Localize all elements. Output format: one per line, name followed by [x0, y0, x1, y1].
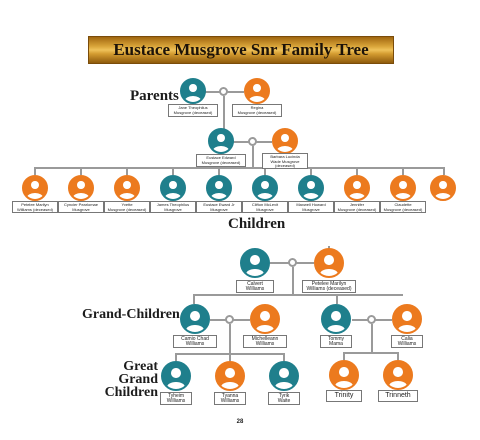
- connector: [34, 167, 36, 175]
- name-label: Petelee Marilyn Williams (deceased): [12, 201, 58, 213]
- person-tyheim-williams: [161, 361, 191, 391]
- person-child-8: [344, 175, 370, 201]
- connector: [310, 167, 312, 175]
- name-label: Trinneth: [378, 390, 418, 402]
- connector: [402, 167, 404, 175]
- person-tommy-mama: [321, 304, 351, 334]
- person-child-9: [390, 175, 416, 201]
- name-label: Jennifer Musgrove (deceased): [334, 201, 380, 213]
- name-label: Claudette Musgrove (deceased): [380, 201, 426, 213]
- person-barbara-lucinda-wade-musgrove: [272, 128, 298, 154]
- person-camio-chad-williams: [180, 304, 210, 334]
- connector: [175, 353, 177, 361]
- connector: [336, 294, 338, 304]
- connector: [223, 96, 225, 124]
- connector: [397, 352, 399, 360]
- title-banner: Eustace Musgrove Snr Family Tree: [88, 36, 394, 64]
- person-tyanna-williams: [215, 361, 245, 391]
- union-ring-icon: [225, 315, 234, 324]
- person-michelleann-williams: [250, 304, 280, 334]
- union-ring-icon: [219, 87, 228, 96]
- person-child-1: [22, 175, 48, 201]
- person-calvert-williams: [240, 248, 270, 278]
- section-parents: Parents: [130, 88, 179, 104]
- name-label: Eustace Edward Musgrove (deceased): [196, 154, 246, 167]
- name-label: Michelleann Williams: [243, 335, 287, 348]
- name-label: James Theophilus Musgrove: [150, 201, 196, 213]
- person-child-2: [68, 175, 94, 201]
- connector: [229, 353, 231, 361]
- connector: [292, 267, 294, 295]
- person-child-3: [114, 175, 140, 201]
- connector: [34, 167, 444, 169]
- section-children: Children: [228, 216, 286, 232]
- connector: [218, 167, 220, 175]
- person-trinneth: [383, 360, 413, 390]
- person-jane-theophilus-musgrove: [180, 78, 206, 104]
- section-great-grand-children: Great Grand Children: [104, 359, 158, 400]
- name-label: Eustace Eward Jr Musgrove: [196, 201, 242, 213]
- connector: [252, 146, 254, 168]
- name-label: Trinity: [326, 390, 362, 402]
- connector: [356, 167, 358, 175]
- connector: [172, 167, 174, 175]
- union-ring-icon: [248, 137, 257, 146]
- connector: [229, 324, 231, 354]
- section-grand-children: Grand-Children: [82, 307, 180, 322]
- name-label: Tyrik Waite: [268, 392, 300, 405]
- name-label: Tommy Mama: [320, 335, 352, 348]
- name-label: Regina Musgrove (deceased): [232, 104, 282, 117]
- person-child-10: [430, 175, 456, 201]
- person-calia-williams: [392, 304, 422, 334]
- union-ring-icon: [367, 315, 376, 324]
- page-number: 28: [236, 419, 244, 425]
- person-regina-musgrove: [244, 78, 270, 104]
- connector: [264, 167, 266, 175]
- name-label: Jane Theophilus Musgrove (deceased): [168, 104, 218, 117]
- person-tyrik-waite: [269, 361, 299, 391]
- name-label: Clifton McLevit Musgrove: [242, 201, 288, 213]
- connector: [443, 167, 445, 175]
- name-label: Cyncier Pearlomae Musgrove: [58, 201, 104, 213]
- union-ring-icon: [288, 258, 297, 267]
- name-label: Tyanna Williams: [214, 392, 246, 405]
- person-child-4: [160, 175, 186, 201]
- connector: [80, 167, 82, 175]
- connector: [193, 294, 195, 304]
- name-label: Yvette Musgrove (deceased): [104, 201, 150, 213]
- person-child-5: [206, 175, 232, 201]
- tree-title: Eustace Musgrove Snr Family Tree: [113, 40, 369, 59]
- name-label: Barbara Lucinda Wade Musgrove (deceased): [262, 153, 308, 169]
- name-label: Camio Chad Williams: [173, 335, 217, 348]
- connector: [343, 352, 399, 354]
- person-child-7: [298, 175, 324, 201]
- name-label: Maxwell Howard Musgrove: [288, 201, 334, 213]
- connector: [193, 294, 403, 296]
- connector: [371, 324, 373, 352]
- connector: [283, 353, 285, 361]
- person-petelee-marilyn-williams: [314, 248, 344, 278]
- person-child-6: [252, 175, 278, 201]
- connector: [126, 167, 128, 175]
- name-label: Calia Williams: [391, 335, 423, 348]
- name-label: Calvert Williams: [236, 280, 274, 293]
- name-label: Tyheim Williams: [160, 392, 192, 405]
- person-trinity: [329, 360, 359, 390]
- connector: [343, 352, 345, 360]
- name-label: Petelee Marilyn Williams (deceased): [302, 280, 356, 293]
- person-eustace-edward-musgrove: [208, 128, 234, 154]
